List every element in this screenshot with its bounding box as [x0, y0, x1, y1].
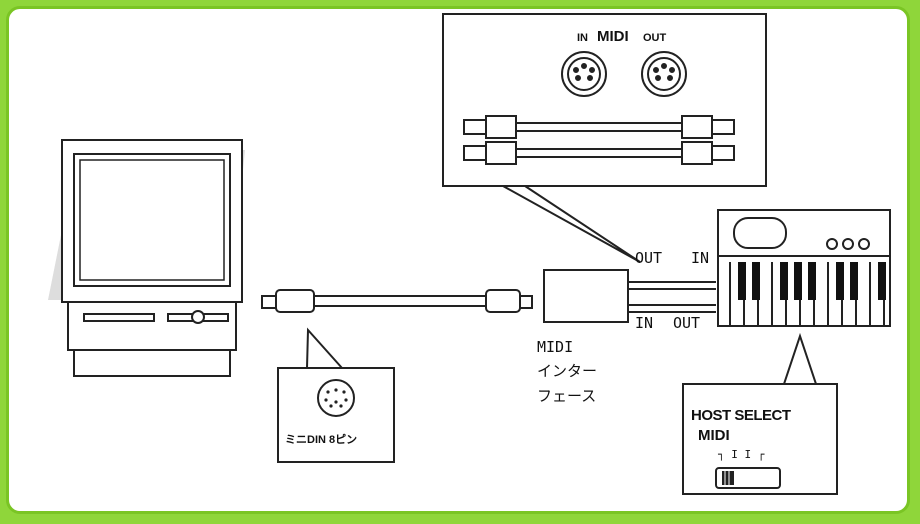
midi-out-port-icon	[641, 51, 687, 97]
cable-label-bottom-out: OUT	[673, 314, 701, 332]
midi-plug-cable-bottom	[463, 141, 735, 165]
port-callout-pointer	[502, 185, 641, 263]
midi-port-panel	[442, 13, 767, 187]
cable-label-top-out: OUT	[635, 249, 663, 267]
midi-in-port-label: IN	[577, 32, 588, 44]
mini-din-cable	[261, 289, 533, 313]
diagram-frame: IN MIDI OUT OUT IN IN OUT MIDI インター フェース…	[6, 6, 910, 514]
interface-label-line2: インター	[537, 362, 598, 380]
cable-label-bottom-in: IN	[635, 314, 654, 332]
connector-callout-label: ミニDIN 8ピン	[285, 434, 358, 446]
host-select-title: HOST SELECT	[691, 407, 791, 424]
midi-interface-box	[543, 269, 629, 323]
midi-plug-cable-top	[463, 115, 735, 139]
midi-cables	[628, 281, 716, 313]
host-select-value: MIDI	[698, 427, 730, 444]
computer-icon	[48, 139, 245, 377]
interface-label-line3: フェース	[537, 387, 597, 405]
host-select-switch-marks: ┐ I I ┌	[718, 448, 765, 461]
midi-out-port-label: OUT	[643, 32, 667, 44]
interface-label-line1: MIDI	[537, 338, 574, 356]
midi-in-port-icon	[561, 51, 607, 97]
connector-callout-box	[277, 367, 395, 463]
host-select-callout-box	[682, 383, 838, 495]
midi-panel-title: MIDI	[597, 28, 629, 45]
host-select-callout-pointer	[783, 332, 817, 385]
mini-din-connector-icon	[317, 379, 355, 417]
connection-diagram	[48, 13, 891, 495]
connector-callout-pointer	[306, 327, 343, 369]
cable-label-top-in: IN	[691, 249, 710, 267]
keyboard-icon	[717, 209, 891, 327]
